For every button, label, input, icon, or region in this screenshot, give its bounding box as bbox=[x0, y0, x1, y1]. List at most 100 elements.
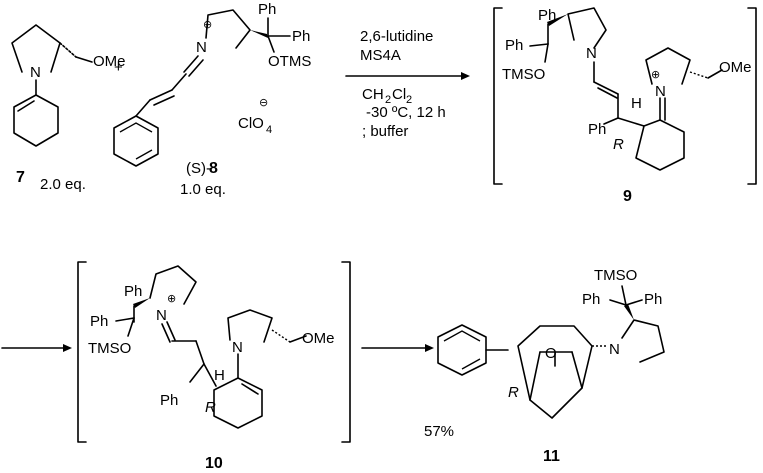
ph2-10: Ph bbox=[90, 313, 108, 330]
iminium-bond-8 bbox=[183, 55, 199, 73]
bracket-left-9 bbox=[493, 7, 503, 185]
pyrrolidine-ring-7 bbox=[11, 24, 61, 73]
wedge-11 bbox=[624, 304, 634, 320]
phenyl-inner-11 bbox=[443, 330, 481, 342]
ph1-9: Ph bbox=[538, 7, 556, 24]
solvent-cl: Cl bbox=[392, 86, 406, 103]
ph3-9: Ph bbox=[588, 121, 606, 138]
cyclohexene-10 bbox=[213, 377, 263, 429]
intermediate-9: N Ph Ph TMSO Ph H N ⊕ OMe R 9 bbox=[493, 7, 757, 205]
solvent-sub2: 2 bbox=[406, 94, 412, 106]
conditions-block: 2,6-lutidine MS4A CH 2 Cl 2 -30 ºC, 12 h… bbox=[345, 28, 470, 140]
nitrogen-11: N bbox=[609, 341, 620, 358]
iminium-10a bbox=[161, 323, 171, 343]
n-chain-9b2 bbox=[597, 87, 618, 99]
reagent-lutidine: 2,6-lutidine bbox=[360, 28, 433, 45]
nitrogen-7: N bbox=[30, 64, 41, 81]
ph-a-8: Ph bbox=[258, 1, 276, 18]
ome-bond-10 bbox=[289, 335, 307, 343]
ph3-bond-9 bbox=[603, 117, 619, 125]
stereo-wedge-8 bbox=[250, 30, 268, 38]
cyclohexene-ring-7 bbox=[13, 94, 59, 147]
ch2-o-bond-7 bbox=[75, 56, 93, 63]
chain-bond-3-8 bbox=[135, 99, 151, 117]
tmso-9: TMSO bbox=[502, 66, 545, 83]
ph-b-8: Ph bbox=[292, 28, 310, 45]
compound-number-9: 9 bbox=[623, 188, 632, 205]
yield-label: 57% bbox=[424, 423, 454, 440]
iminium-bond-8b bbox=[188, 59, 204, 77]
phenyl-inner-8 bbox=[119, 122, 153, 133]
condition-buffer: ; buffer bbox=[362, 123, 408, 140]
n-iminium-10: N bbox=[156, 307, 167, 324]
wedge-top-9 bbox=[547, 14, 568, 26]
n-iminium-9: N bbox=[655, 83, 666, 100]
ph3-10: Ph bbox=[160, 392, 178, 409]
plus-sign: + bbox=[114, 59, 123, 76]
phenyl-inner-11b bbox=[461, 358, 481, 370]
phenyl-ring-8 bbox=[113, 115, 159, 167]
stereo-h-9: H bbox=[631, 95, 642, 112]
bridge-co-a-11 bbox=[529, 351, 541, 401]
ph2-9: Ph bbox=[505, 37, 523, 54]
chain-10d bbox=[203, 363, 217, 387]
chain-10b bbox=[195, 340, 205, 365]
solvent-ch: CH bbox=[362, 86, 384, 103]
carbonyl-o-11: O bbox=[545, 345, 557, 362]
pyrrolidine-9b bbox=[645, 47, 691, 85]
tmso-11: TMSO bbox=[594, 267, 637, 284]
equiv-8: 1.0 eq. bbox=[180, 181, 226, 198]
pyrrolidine-11 bbox=[621, 319, 665, 363]
pyrrolidinium-10 bbox=[149, 265, 197, 305]
bridge-co-b-11 bbox=[571, 351, 583, 389]
bracket-right-10 bbox=[341, 261, 351, 443]
counterion-8: ClO bbox=[238, 115, 264, 132]
reagent-ms4a: MS4A bbox=[360, 47, 401, 64]
quat-bond-11b bbox=[625, 299, 643, 306]
quat-bond-9c bbox=[544, 43, 549, 63]
charge-plus-9: ⊕ bbox=[651, 69, 660, 81]
ph1-11: Ph bbox=[582, 291, 600, 308]
arrow-head-1 bbox=[461, 72, 470, 80]
arrow-head-3 bbox=[425, 344, 434, 352]
iminium-10b bbox=[166, 321, 176, 341]
compound-number-11: 11 bbox=[543, 448, 560, 465]
ome-9: OMe bbox=[719, 59, 752, 76]
enamine-double-10 bbox=[241, 383, 259, 395]
equiv-7: 2.0 eq. bbox=[40, 176, 86, 193]
tmso-10: TMSO bbox=[88, 340, 131, 357]
chain-bond-2b-8 bbox=[153, 95, 175, 106]
stereo-r-9: R bbox=[613, 136, 624, 153]
ph2-11: Ph bbox=[644, 291, 662, 308]
phenyl-inner-8b bbox=[135, 149, 153, 160]
n-chain-9d bbox=[617, 117, 645, 127]
quat-bond-10c bbox=[127, 317, 135, 337]
pyrrolidine-top-9 bbox=[567, 7, 607, 49]
quat-bond-11a bbox=[609, 299, 627, 306]
chain-bond-1-8 bbox=[171, 73, 187, 91]
arrow-head-2 bbox=[63, 344, 72, 352]
ome-dash-10 bbox=[271, 329, 291, 343]
bracket-left-10 bbox=[77, 261, 87, 443]
cyclohexane-9 bbox=[635, 119, 685, 171]
pyrrolidine-10b bbox=[227, 309, 273, 343]
stereo-r-10: R bbox=[205, 399, 216, 416]
c-ome-bond-7 bbox=[59, 42, 77, 58]
solvent-sub1: 2 bbox=[385, 94, 391, 106]
cyclohexene-double-bond-7 bbox=[17, 100, 35, 112]
quaternary-bond-c-8 bbox=[267, 35, 275, 53]
n-chain-9b bbox=[593, 81, 619, 95]
compound-8: ⊕ N Ph Ph OTMS ClO 4 ⊖ (S)- 8 1.0 eq. bbox=[113, 1, 311, 198]
n-enamine-10: N bbox=[232, 339, 243, 356]
nitrogen-8: N bbox=[196, 39, 207, 56]
wedge-10 bbox=[133, 298, 150, 308]
intermediate-10: ⊕ N Ph Ph TMSO Ph H N OMe R 10 bbox=[77, 261, 351, 472]
quat-bond-9b bbox=[529, 43, 549, 47]
ome-label-7: OMe bbox=[93, 53, 126, 70]
condition-temp-time: -30 ºC, 12 h bbox=[366, 104, 446, 121]
pyrrolidinium-ring-8 bbox=[205, 9, 251, 49]
product-11: O N Ph Ph TMSO R 11 bbox=[437, 267, 665, 465]
charge-minus-8: ⊖ bbox=[259, 97, 268, 109]
stereo-r-11: R bbox=[508, 384, 519, 401]
